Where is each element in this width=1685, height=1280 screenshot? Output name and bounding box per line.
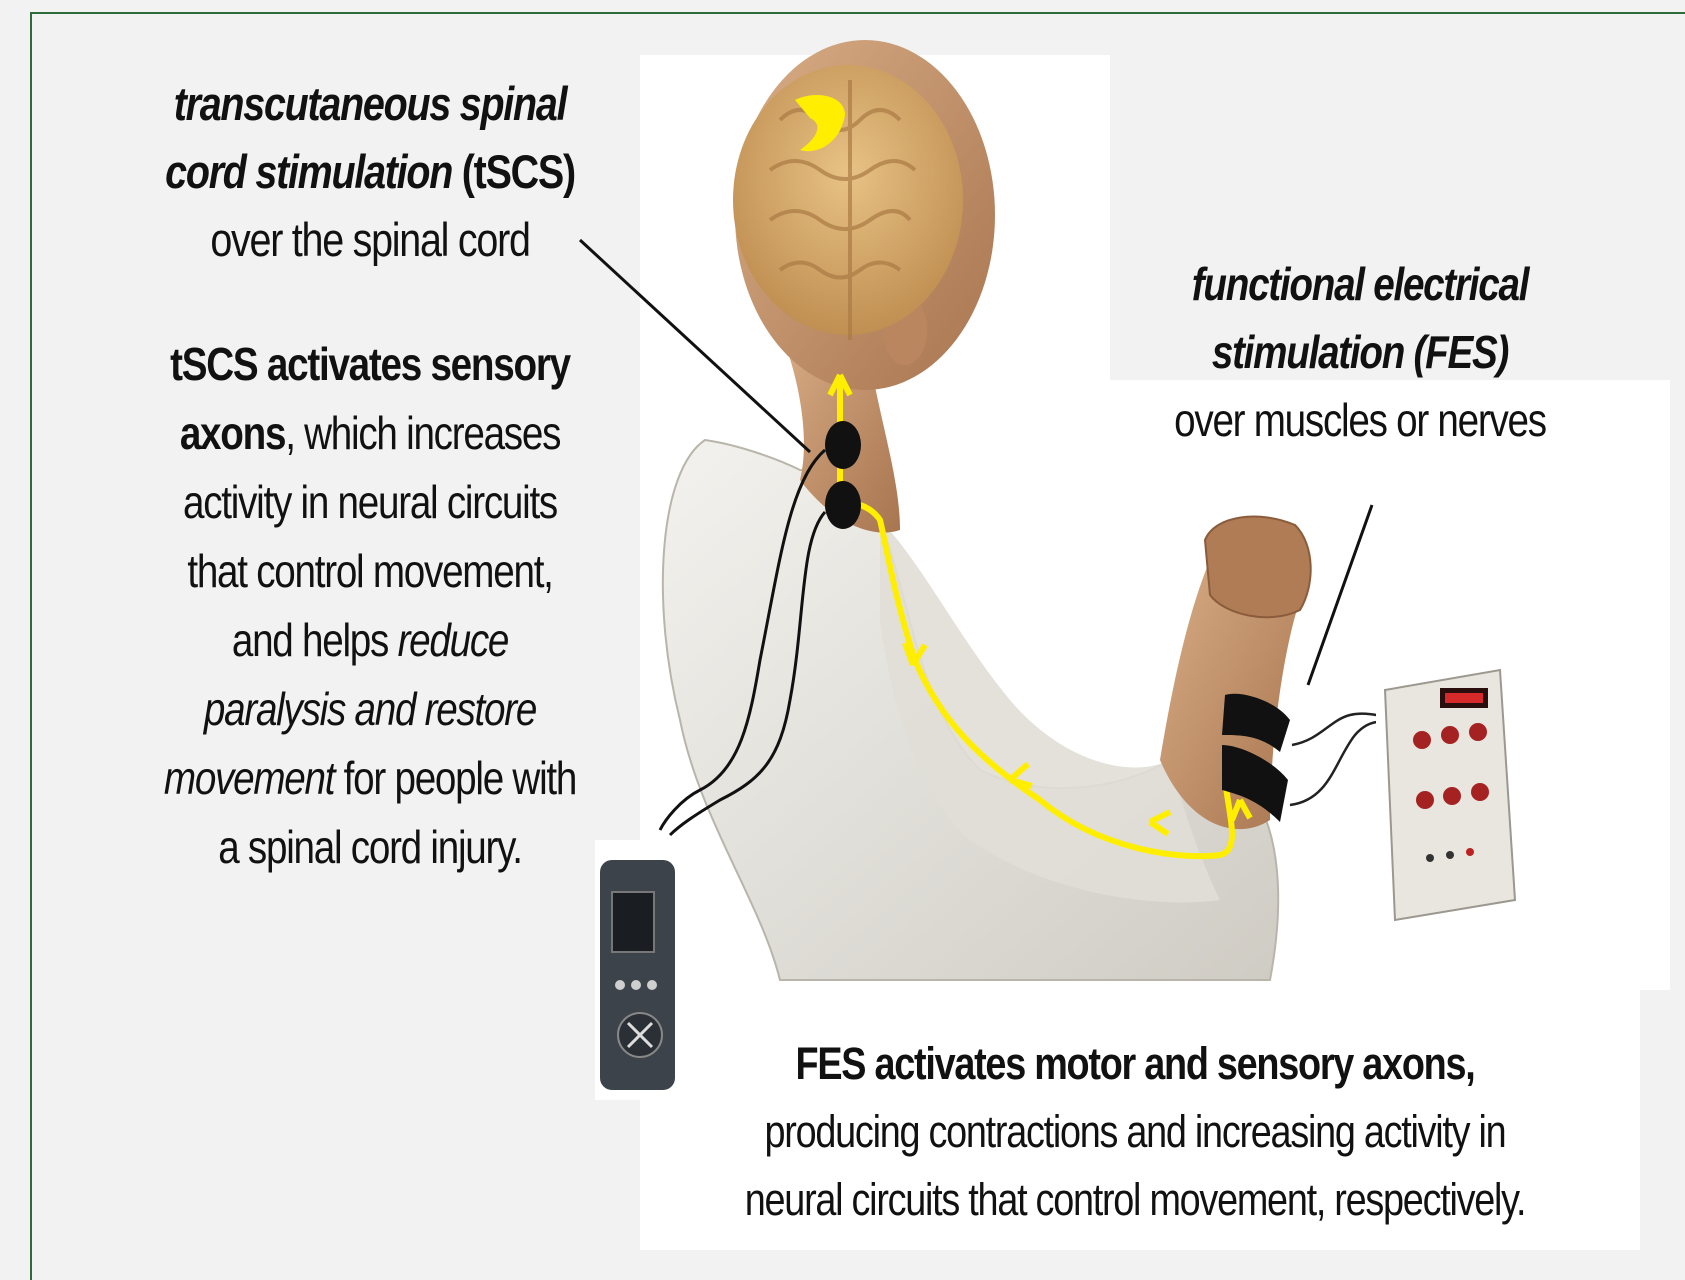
fes-effect-line: neural circuits that control movement, r… <box>702 1166 1567 1234</box>
fes-title-line1: functional electrical <box>1192 258 1528 310</box>
tscs-title-abbr: (tSCS) <box>462 145 575 198</box>
fes-device-knob <box>1441 726 1459 744</box>
tscs-effect-line: a spinal cord injury. <box>143 813 597 882</box>
tscs-effect-text-span: and helps <box>232 614 398 666</box>
tscs-effect-text-span: , which increases <box>285 407 560 459</box>
tscs-electrode-lower <box>825 481 861 529</box>
tscs-title-line1: transcutaneous spinal <box>174 77 567 130</box>
tscs-title: transcutaneous spinal cord stimulation (… <box>160 70 580 274</box>
fes-title-line2: stimulation (FES) <box>1212 326 1508 378</box>
fes-device-display-digits <box>1445 693 1483 703</box>
fes-device-jack <box>1426 854 1434 862</box>
fes-device-knob <box>1413 731 1431 749</box>
tscs-effect-line: activity in neural circuits <box>143 468 597 537</box>
tscs-electrode-upper <box>825 421 861 469</box>
fes-effect-bold: FES activates motor and sensory axons, <box>796 1038 1475 1089</box>
tscs-device-button <box>647 980 657 990</box>
tscs-effect-italic: paralysis and restore <box>204 683 536 735</box>
fes-title-location: over muscles or nerves <box>1142 386 1579 454</box>
fes-device-jack <box>1446 851 1454 859</box>
tscs-device-button <box>615 980 625 990</box>
tscs-device-screen <box>612 892 654 952</box>
fes-effect-text: FES activates motor and sensory axons, p… <box>702 1030 1567 1234</box>
fes-device-knob <box>1443 787 1461 805</box>
tscs-effect-italic: reduce <box>398 614 509 666</box>
fist <box>1205 517 1311 618</box>
tscs-effect-bold: tSCS activates sensory <box>170 338 570 390</box>
tscs-title-location: over the spinal cord <box>160 206 580 274</box>
fes-title: functional electrical stimulation (FES) … <box>1142 250 1579 454</box>
fes-device-knob <box>1416 791 1434 809</box>
tscs-effect-italic: movement <box>164 752 334 804</box>
tscs-effect-bold-axons: axons <box>180 407 285 459</box>
tscs-effect-text-span: for people with <box>334 752 576 804</box>
fes-device-knob <box>1469 723 1487 741</box>
tscs-effect-text: tSCS activates sensory axons, which incr… <box>143 330 597 882</box>
fes-device-jack <box>1466 848 1474 856</box>
fes-effect-line: producing contractions and increasing ac… <box>702 1098 1567 1166</box>
tscs-title-italic: cord stimulation <box>165 145 452 198</box>
tscs-device-button <box>631 980 641 990</box>
fes-device-knob <box>1471 783 1489 801</box>
tscs-effect-line: that control movement, <box>143 537 597 606</box>
